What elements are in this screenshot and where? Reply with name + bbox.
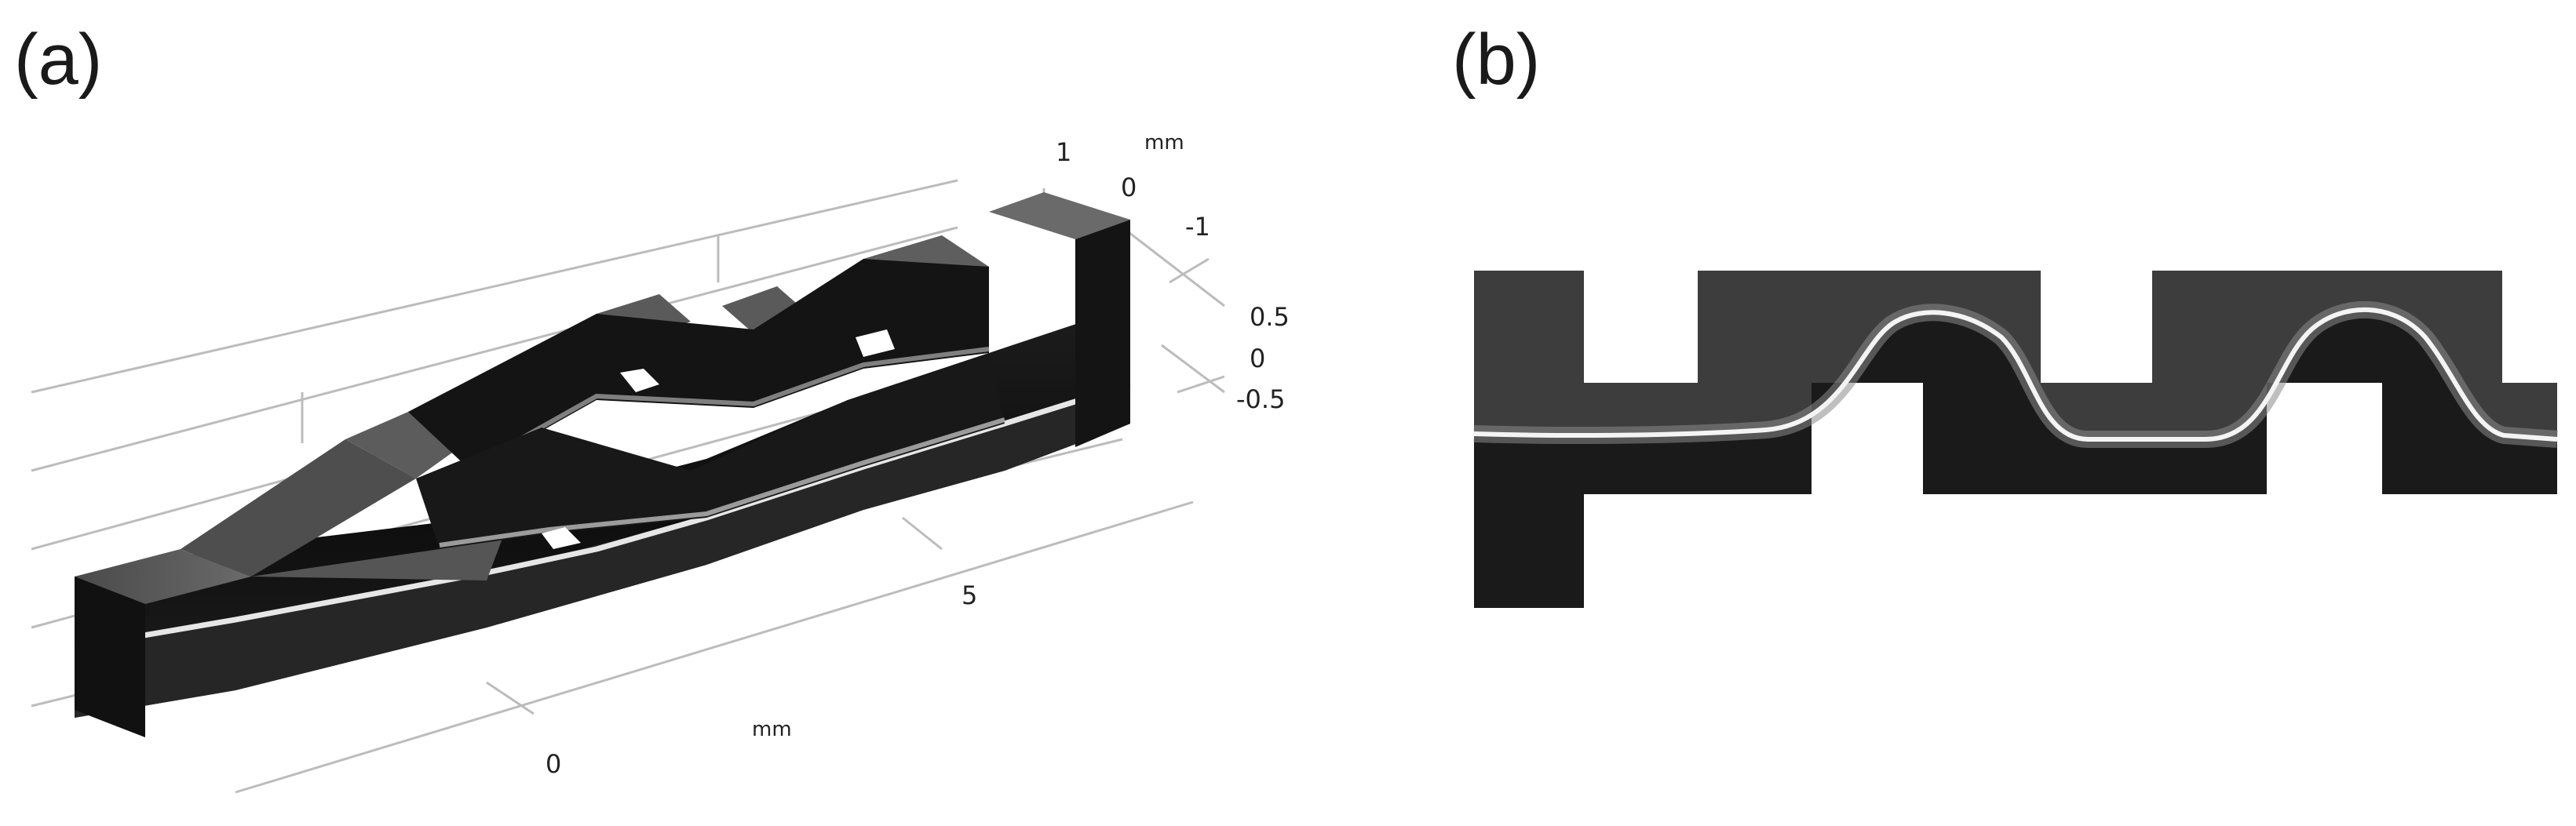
upper-branch-highlight bbox=[469, 347, 990, 469]
side-tick-0.5: 0.5 bbox=[1250, 302, 1290, 332]
fluid-interface bbox=[74, 381, 1132, 650]
lower-phase-region bbox=[1474, 309, 2557, 608]
hole-2 bbox=[856, 329, 895, 357]
inlet-front bbox=[75, 577, 145, 737]
length-tick-0: 0 bbox=[545, 749, 561, 779]
top-face-2 bbox=[251, 518, 510, 580]
panel-a-3d-view: mm 1 0 -1 0.5 0 -0.5 5 mm 0 bbox=[31, 131, 1290, 794]
phase-interface-line bbox=[1473, 307, 2558, 442]
top-face-6 bbox=[722, 286, 808, 333]
inlet-top-face bbox=[75, 549, 251, 604]
panel-b-label: (b) bbox=[1452, 20, 1541, 100]
side-tick-0: 0 bbox=[1250, 344, 1265, 373]
hole-1 bbox=[620, 369, 659, 392]
side-tick-neg0.5: -0.5 bbox=[1236, 384, 1285, 414]
panel-a-label: (a) bbox=[14, 20, 103, 100]
outlet-side bbox=[1075, 220, 1130, 447]
outlet-top-face bbox=[989, 192, 1130, 239]
channel-geometry bbox=[74, 192, 1132, 737]
vertical-tick-0: 0 bbox=[1121, 173, 1137, 202]
vertical-unit-label: mm bbox=[1144, 131, 1184, 155]
panel-a-axis-labels: mm 1 0 -1 0.5 0 -0.5 5 mm 0 bbox=[545, 131, 1290, 779]
top-face-1 bbox=[181, 439, 416, 577]
length-unit-label: mm bbox=[752, 718, 792, 741]
vertical-tick-neg1: -1 bbox=[1185, 212, 1210, 242]
panel-b-cross-section bbox=[1473, 271, 2558, 608]
lower-branch-highlight bbox=[439, 417, 1005, 548]
hole-3 bbox=[542, 527, 581, 549]
vertical-tick-1: 1 bbox=[1056, 137, 1071, 167]
length-tick-5: 5 bbox=[961, 580, 977, 610]
lower-branch bbox=[416, 353, 1005, 549]
